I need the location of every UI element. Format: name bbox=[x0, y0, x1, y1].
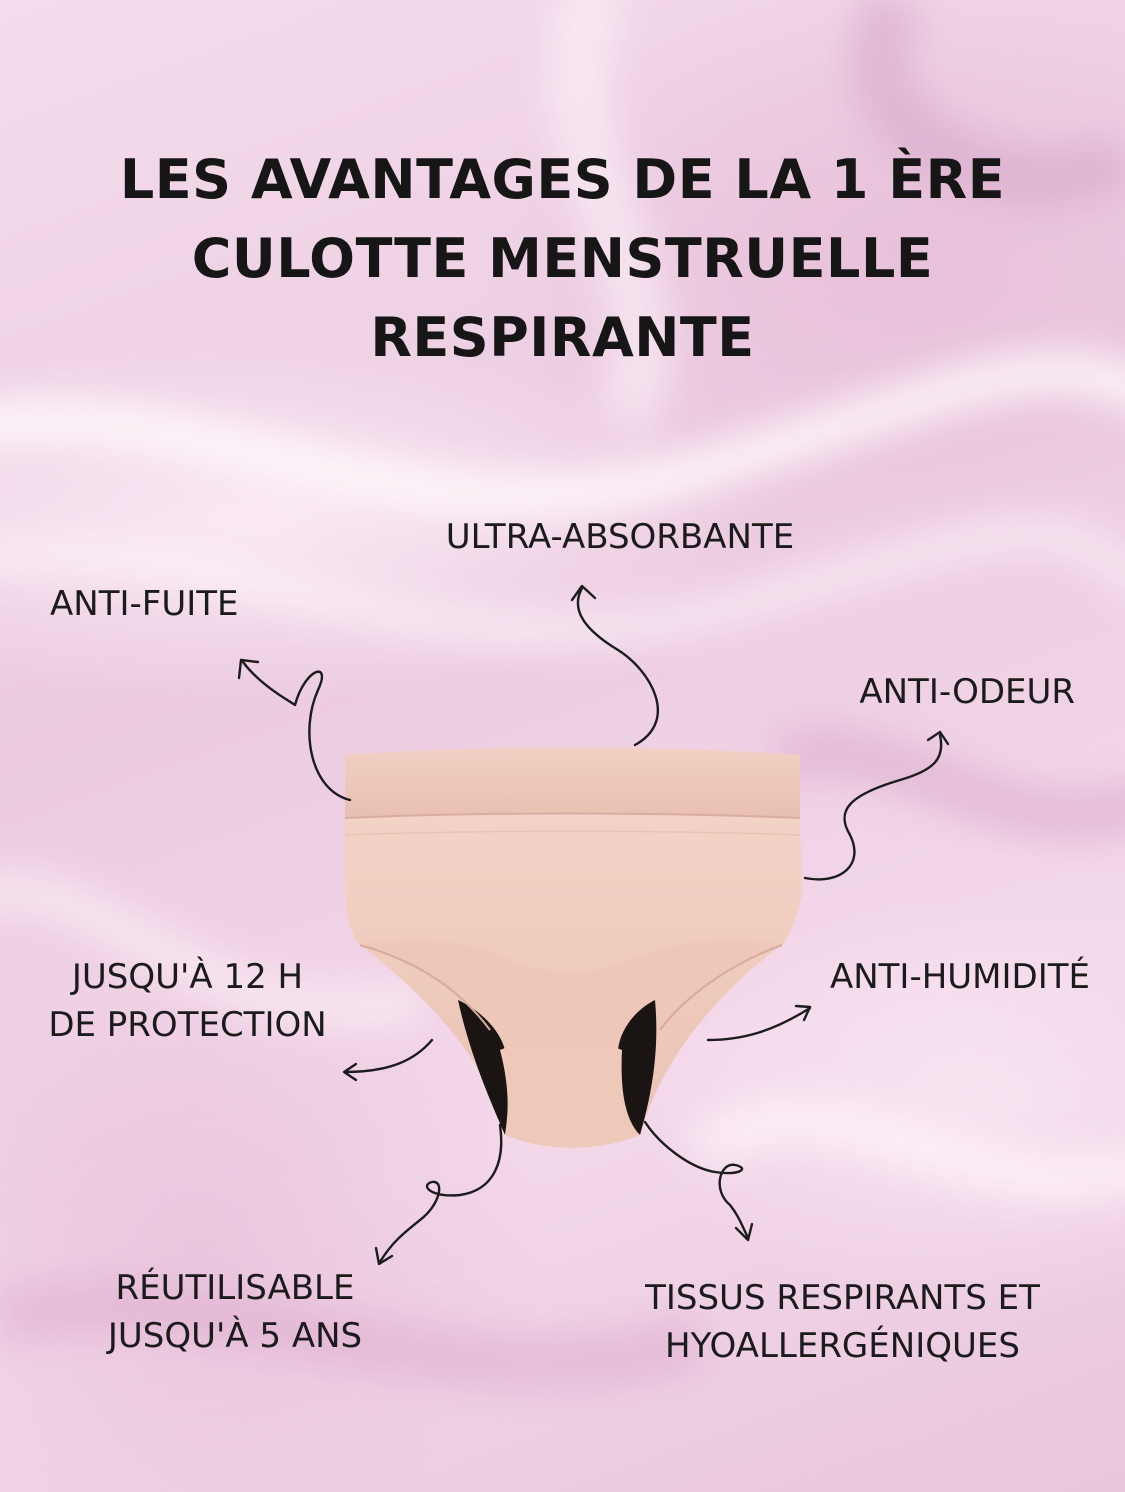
title-line-2: CULOTTE MENSTRUELLE bbox=[191, 227, 934, 290]
curly-arrow-icon bbox=[643, 1120, 754, 1242]
feature-ultra-absorbante: ULTRA-ABSORBANTE bbox=[380, 513, 860, 561]
feature-label: ANTI-HUMIDITÉ bbox=[829, 957, 1090, 997]
feature-anti-humidite: ANTI-HUMIDITÉ bbox=[760, 953, 1090, 1001]
feature-anti-fuite: ANTI-FUITE bbox=[50, 580, 238, 628]
feature-label-line-1: TISSUS RESPIRANTS ET bbox=[645, 1278, 1040, 1318]
page-title: LES AVANTAGES DE LA 1 ÈRE CULOTTE MENSTR… bbox=[0, 140, 1125, 377]
feature-label-line-1: RÉUTILISABLE bbox=[115, 1268, 355, 1308]
title-line-3: RESPIRANTE bbox=[370, 306, 755, 369]
feature-label-line-2: DE PROTECTION bbox=[48, 1005, 327, 1045]
curly-arrow-icon bbox=[570, 584, 659, 747]
feature-tissus: TISSUS RESPIRANTS ET HYOALLERGÉNIQUES bbox=[585, 1274, 1100, 1370]
feature-label-line-2: HYOALLERGÉNIQUES bbox=[665, 1326, 1020, 1366]
curly-arrow-icon bbox=[342, 1038, 434, 1082]
curly-arrow-icon bbox=[803, 730, 950, 881]
feature-label-line-2: JUSQU'À 5 ANS bbox=[107, 1316, 363, 1356]
feature-label: ANTI-FUITE bbox=[50, 584, 239, 624]
gusset-left bbox=[458, 1000, 509, 1135]
curly-arrow-icon bbox=[374, 1123, 503, 1266]
feature-anti-odeur: ANTI-ODEUR bbox=[760, 668, 1075, 716]
feature-label-line-1: JUSQU'À 12 H bbox=[71, 957, 304, 997]
feature-protection: JUSQU'À 12 H DE PROTECTION bbox=[10, 953, 365, 1049]
feature-label: ANTI-ODEUR bbox=[859, 672, 1075, 712]
curly-arrow-icon bbox=[237, 658, 352, 802]
panty-waistband bbox=[345, 747, 800, 818]
title-line-1: LES AVANTAGES DE LA 1 ÈRE bbox=[119, 148, 1006, 211]
gusset-right bbox=[616, 1000, 657, 1135]
panty-crotch bbox=[500, 1042, 640, 1148]
feature-label: ULTRA-ABSORBANTE bbox=[445, 517, 795, 557]
curly-arrow-icon bbox=[706, 1004, 812, 1042]
feature-reutilisable: RÉUTILISABLE JUSQU'À 5 ANS bbox=[50, 1264, 420, 1360]
panty-inner bbox=[360, 940, 782, 1030]
